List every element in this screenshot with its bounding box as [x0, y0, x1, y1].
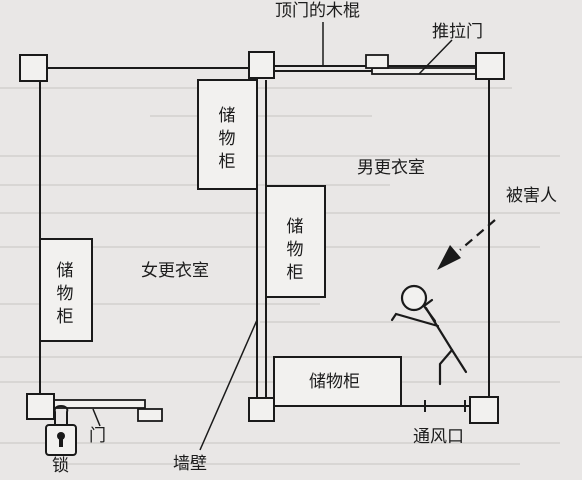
- label-cabinet-wall-middle: 储物柜: [286, 217, 304, 283]
- label-vent: 通风口: [413, 427, 464, 447]
- door-panel: [53, 399, 146, 409]
- pillar-bottom-left: [26, 393, 55, 420]
- outer-walls: [39, 67, 490, 407]
- sliding-door-panel: [371, 67, 489, 75]
- label-lock: 锁: [52, 456, 69, 476]
- victim-arrow: [437, 219, 496, 270]
- pillar-bottom-middle: [248, 397, 275, 422]
- label-cabinet-wall-top: 储物柜: [218, 106, 236, 172]
- label-cabinet-men-bottom: 储物柜: [309, 372, 360, 392]
- dividing-wall: [256, 80, 267, 398]
- pillar-top-middle: [248, 51, 275, 79]
- cabinet-women: [39, 238, 93, 342]
- vent: [424, 400, 466, 412]
- label-wall: 墙壁: [173, 454, 207, 474]
- label-top-rod: 顶门的木棍: [275, 1, 360, 21]
- pillar-top-left: [19, 54, 48, 82]
- victim-figure-icon: [390, 284, 468, 386]
- label-cabinet-women: 储物柜: [56, 261, 74, 327]
- cabinet-wall-top: [197, 79, 258, 190]
- label-sliding-door: 推拉门: [432, 22, 483, 42]
- lock-icon: [45, 405, 77, 456]
- sliding-door-handle: [365, 54, 389, 69]
- pillar-top-right: [475, 52, 505, 80]
- label-men-room: 男更衣室: [357, 158, 425, 178]
- door-stop: [137, 408, 163, 422]
- pillar-bottom-right: [469, 396, 499, 424]
- leader-lines: [92, 22, 453, 451]
- cabinet-men-bottom: [273, 356, 402, 407]
- cabinet-wall-middle: [265, 185, 326, 298]
- corner-pillars: [19, 51, 505, 424]
- label-victim: 被害人: [506, 186, 557, 206]
- label-door: 门: [89, 426, 106, 446]
- label-women-room: 女更衣室: [141, 261, 209, 281]
